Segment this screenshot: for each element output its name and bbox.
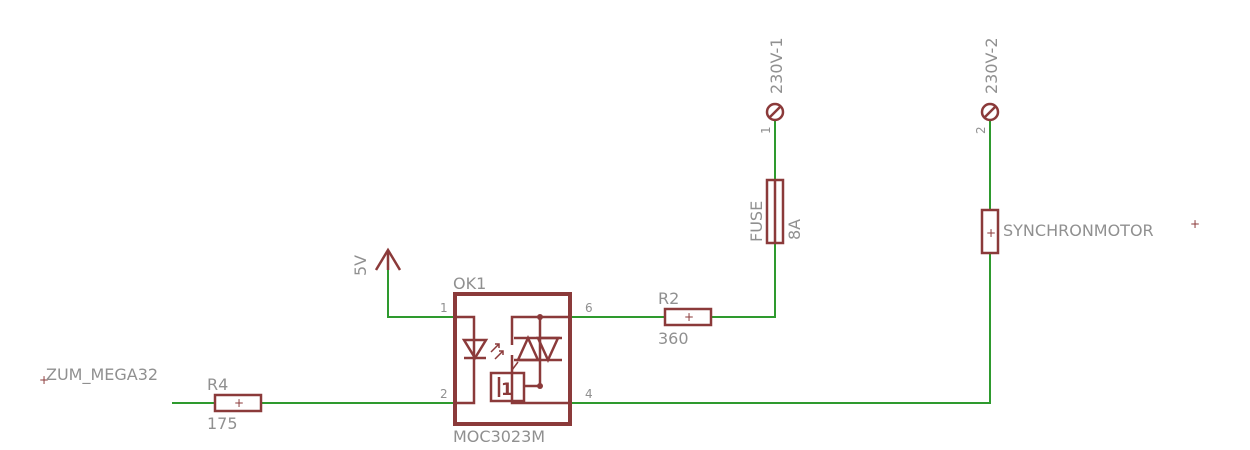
terminal1-slash [768,105,782,119]
r2-origin-mark: + [684,310,694,324]
ok1-pin2-label: 2 [440,387,448,401]
motor-body [980,208,1000,255]
terminal-230v-1: 1 230V-1 [759,38,786,135]
motor-name-label: SYNCHRONMOTOR [1003,221,1154,240]
supply-5v: 5V [351,247,402,276]
ok1-junction-top [537,314,543,320]
optocoupler-ok1: 1 1 2 6 4 OK1 MOC3023M [440,274,593,446]
wire-5v-to-pin1 [387,260,455,318]
terminal2-pin-label: 2 [974,126,988,134]
ok1-pin6-label: 6 [585,301,593,315]
ok1-body [453,292,572,426]
terminal-230v-2: 2 230V-2 [974,38,1001,135]
r2-name-label: R2 [658,289,679,308]
ok1-zerocross-box [489,371,526,403]
fuse: FUSE 8A [747,178,804,245]
net-cross-mark: + [39,373,49,387]
resistor-r2: + R2 360 [658,289,713,348]
r2-value-label: 360 [658,329,689,348]
terminal2-ring [980,102,1000,122]
terminal1-ring [765,102,785,122]
terminal2-slash [983,105,997,119]
net-input-label: ZUM_MEGA32 [46,365,158,385]
supply-arrow-icon [374,247,402,271]
r4-body [213,393,263,413]
fuse-value-label: 8A [785,219,804,240]
r4-origin-mark: + [234,396,244,410]
ok1-pin4-label: 4 [585,387,593,401]
motor-origin-mark: + [986,226,996,240]
ok1-value-label: MOC3023M [453,427,545,446]
terminal2-label: 230V-2 [982,38,1001,95]
ok1-pin1-label: 1 [440,301,448,315]
terminal1-pin-label: 1 [759,126,773,134]
terminal1-label: 230V-1 [767,38,786,95]
motor: + SYNCHRONMOTOR + [980,208,1200,255]
wire-pin4-to-motor [570,253,991,404]
ok1-triac-lead-bottom [510,355,570,405]
resistor-r4: + R4 175 [207,375,263,433]
wires [172,120,991,404]
supply-label: 5V [351,255,370,276]
ok1-zerocross-glyph: 1 [501,380,513,400]
r4-value-label: 175 [207,414,238,433]
r4-name-label: R4 [207,375,228,394]
ok1-led-lead [455,315,476,405]
net-label-zum-mega32: + ZUM_MEGA32 [39,365,158,387]
ok1-triac-lead-top [510,315,570,345]
r2-body [663,307,713,327]
fuse-name-label: FUSE [747,201,766,242]
ok1-triac-icon [511,334,562,371]
ok1-led-icon [461,338,504,361]
wire-r2-to-fuse [711,243,776,318]
motor-label-mark: + [1190,217,1200,231]
ok1-name-label: OK1 [453,274,486,293]
